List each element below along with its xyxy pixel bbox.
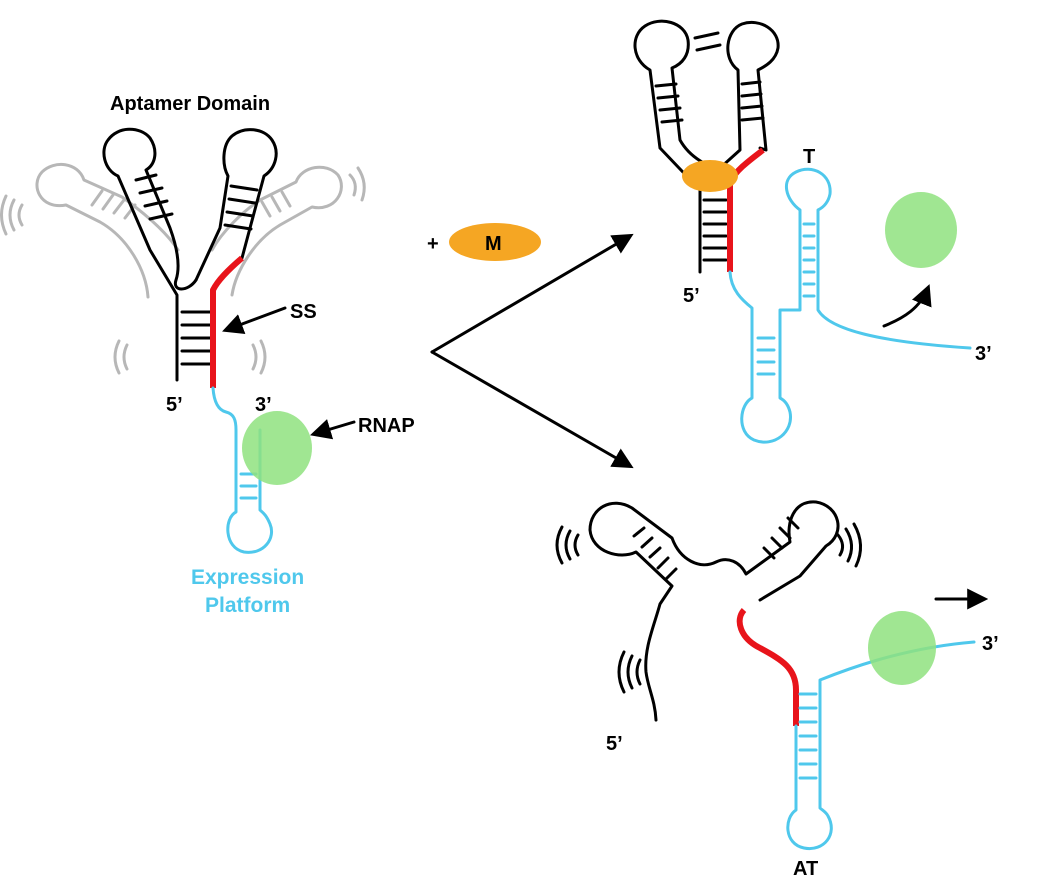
platform-label: Platform — [205, 594, 290, 617]
terminator-label: T — [803, 146, 815, 168]
plus-sign: + — [427, 233, 439, 255]
switching-sequence — [210, 255, 244, 388]
three-prime-label: 3’ — [255, 394, 272, 416]
bound-switching-sequence — [727, 147, 765, 272]
terminator-base-pairs — [756, 222, 816, 376]
antiterminator-label: AT — [793, 858, 818, 880]
unbound-base-pairs — [632, 516, 800, 581]
polymerase-release-arrow — [882, 284, 932, 328]
left-alt-hairpin — [35, 163, 180, 299]
bound-five-prime-label: 5’ — [683, 285, 700, 307]
unbound-three-prime-label: 3’ — [982, 633, 999, 655]
unbound-switching-sequence — [736, 607, 799, 726]
rnap-label: RNAP — [358, 415, 415, 437]
released-rna-polymerase — [885, 192, 957, 268]
ss-pointer-arrow — [222, 306, 287, 334]
unbound-five-prime-label: 5’ — [606, 733, 623, 755]
alt-motion-marks — [0, 166, 366, 375]
bound-state: T 5’ 3’ — [633, 19, 992, 444]
five-prime-label: 5’ — [166, 394, 183, 416]
ss-label: SS — [290, 301, 317, 323]
ligand-addition: + M — [427, 223, 541, 261]
bound-kissing-marks — [693, 31, 722, 52]
left-aptamer-hairpin — [102, 127, 198, 382]
free-riboswitch: Aptamer Domain SS 5’ 3’ RNAP Expression … — [0, 93, 415, 617]
unbound-state: 5’ 3’ AT — [555, 500, 999, 880]
bound-three-prime-label: 3’ — [975, 343, 992, 365]
aptamer-domain-label: Aptamer Domain — [110, 93, 270, 115]
antiterminator-base-pairs — [798, 692, 818, 780]
rna-polymerase — [242, 411, 312, 485]
bound-base-pairs — [654, 80, 765, 262]
expression-label: Expression — [191, 566, 304, 589]
aptamer-base-pairs — [134, 173, 259, 366]
terminator-hairpin — [728, 167, 972, 444]
arrow-to-bound-state — [430, 233, 634, 354]
aptamer-domain — [102, 127, 278, 388]
unbound-motion-marks — [555, 522, 862, 694]
alternate-conformation — [0, 163, 366, 375]
right-alt-hairpin — [210, 165, 343, 297]
bound-right-hairpin — [718, 21, 780, 170]
rnap-pointer-arrow — [309, 419, 356, 440]
metabolite-ligand — [449, 223, 541, 261]
branch-arrows — [430, 233, 634, 469]
bound-metabolite — [682, 160, 738, 192]
metabolite-label: M — [485, 233, 502, 255]
bound-left-hairpin — [633, 19, 722, 274]
right-aptamer-strand — [194, 128, 278, 282]
elongating-rna-polymerase — [868, 611, 936, 685]
arrow-to-unbound-state — [430, 350, 634, 469]
unbound-aptamer — [588, 500, 840, 722]
